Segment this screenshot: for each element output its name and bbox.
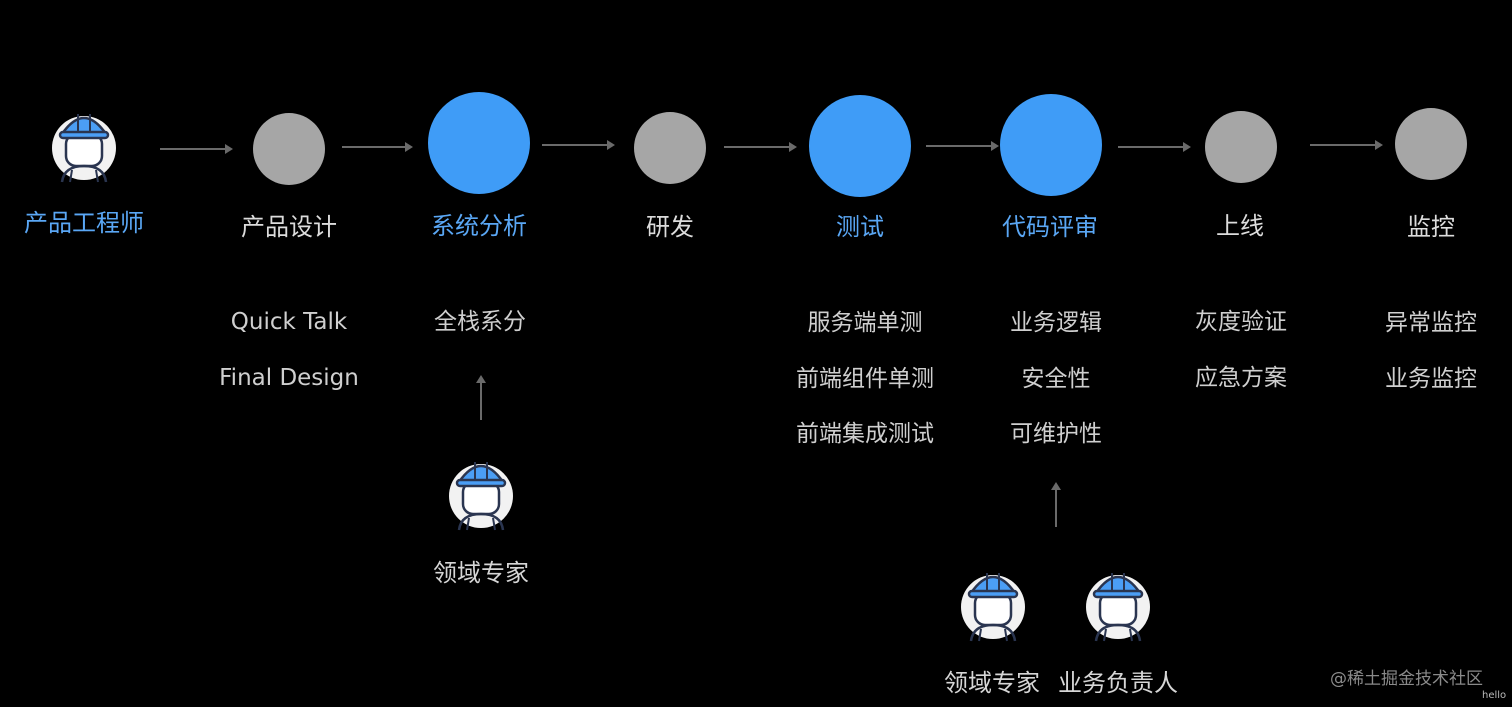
detail-item: 服务端单测 <box>807 310 923 336</box>
support-arrow <box>1051 482 1061 527</box>
detail-item: 灰度验证 <box>1195 309 1287 335</box>
detail-item: 业务监控 <box>1385 366 1477 392</box>
engineer-helmet-avatar-icon <box>52 114 116 183</box>
flow-arrow <box>1118 142 1191 152</box>
flow-arrow <box>926 141 999 151</box>
stage-node-monitoring <box>1395 108 1467 180</box>
stage-label-testing: 测试 <box>836 213 884 241</box>
detail-item: 前端集成测试 <box>796 421 934 447</box>
stage-label-system-analysis: 系统分析 <box>431 212 527 240</box>
detail-item: 可维护性 <box>1010 421 1102 447</box>
stage-label-development: 研发 <box>646 213 694 241</box>
detail-item: 业务逻辑 <box>1010 310 1102 336</box>
detail-item: 应急方案 <box>1195 365 1287 391</box>
flow-arrow <box>160 144 233 154</box>
detail-item: 前端组件单测 <box>796 366 934 392</box>
engineer-helmet-avatar-icon <box>449 462 513 531</box>
stage-node-release <box>1205 111 1277 183</box>
detail-item: Final Design <box>219 365 359 391</box>
engineer-helmet-avatar-icon <box>961 573 1025 642</box>
watermark-text: @稀土掘金技术社区 <box>1330 669 1483 689</box>
detail-item: 全栈系分 <box>434 309 526 335</box>
flow-arrow <box>724 142 797 152</box>
watermark-sub: hello <box>1482 690 1507 701</box>
person-label: 领域专家 <box>944 669 1040 697</box>
stage-label-code-review: 代码评审 <box>1002 213 1098 241</box>
detail-item: Quick Talk <box>230 309 348 335</box>
flow-arrow <box>1310 140 1383 150</box>
stage-label-monitoring: 监控 <box>1407 213 1455 241</box>
support-arrow <box>476 375 486 420</box>
stage-node-product-design <box>253 113 325 185</box>
person-label: 业务负责人 <box>1058 669 1178 697</box>
person-label: 领域专家 <box>433 559 529 587</box>
stage-node-testing <box>809 95 911 197</box>
flow-arrow <box>342 142 413 152</box>
flow-arrow <box>542 140 615 150</box>
stage-label-release: 上线 <box>1216 212 1264 240</box>
engineer-helmet-avatar-icon <box>1086 573 1150 642</box>
stage-node-development <box>634 112 706 184</box>
stage-node-system-analysis <box>428 92 530 194</box>
stage-label-product-engineer: 产品工程师 <box>24 209 144 237</box>
stage-node-code-review <box>1000 94 1102 196</box>
detail-item: 安全性 <box>1021 366 1091 392</box>
detail-item: 异常监控 <box>1385 310 1477 336</box>
stage-label-product-design: 产品设计 <box>241 213 337 241</box>
